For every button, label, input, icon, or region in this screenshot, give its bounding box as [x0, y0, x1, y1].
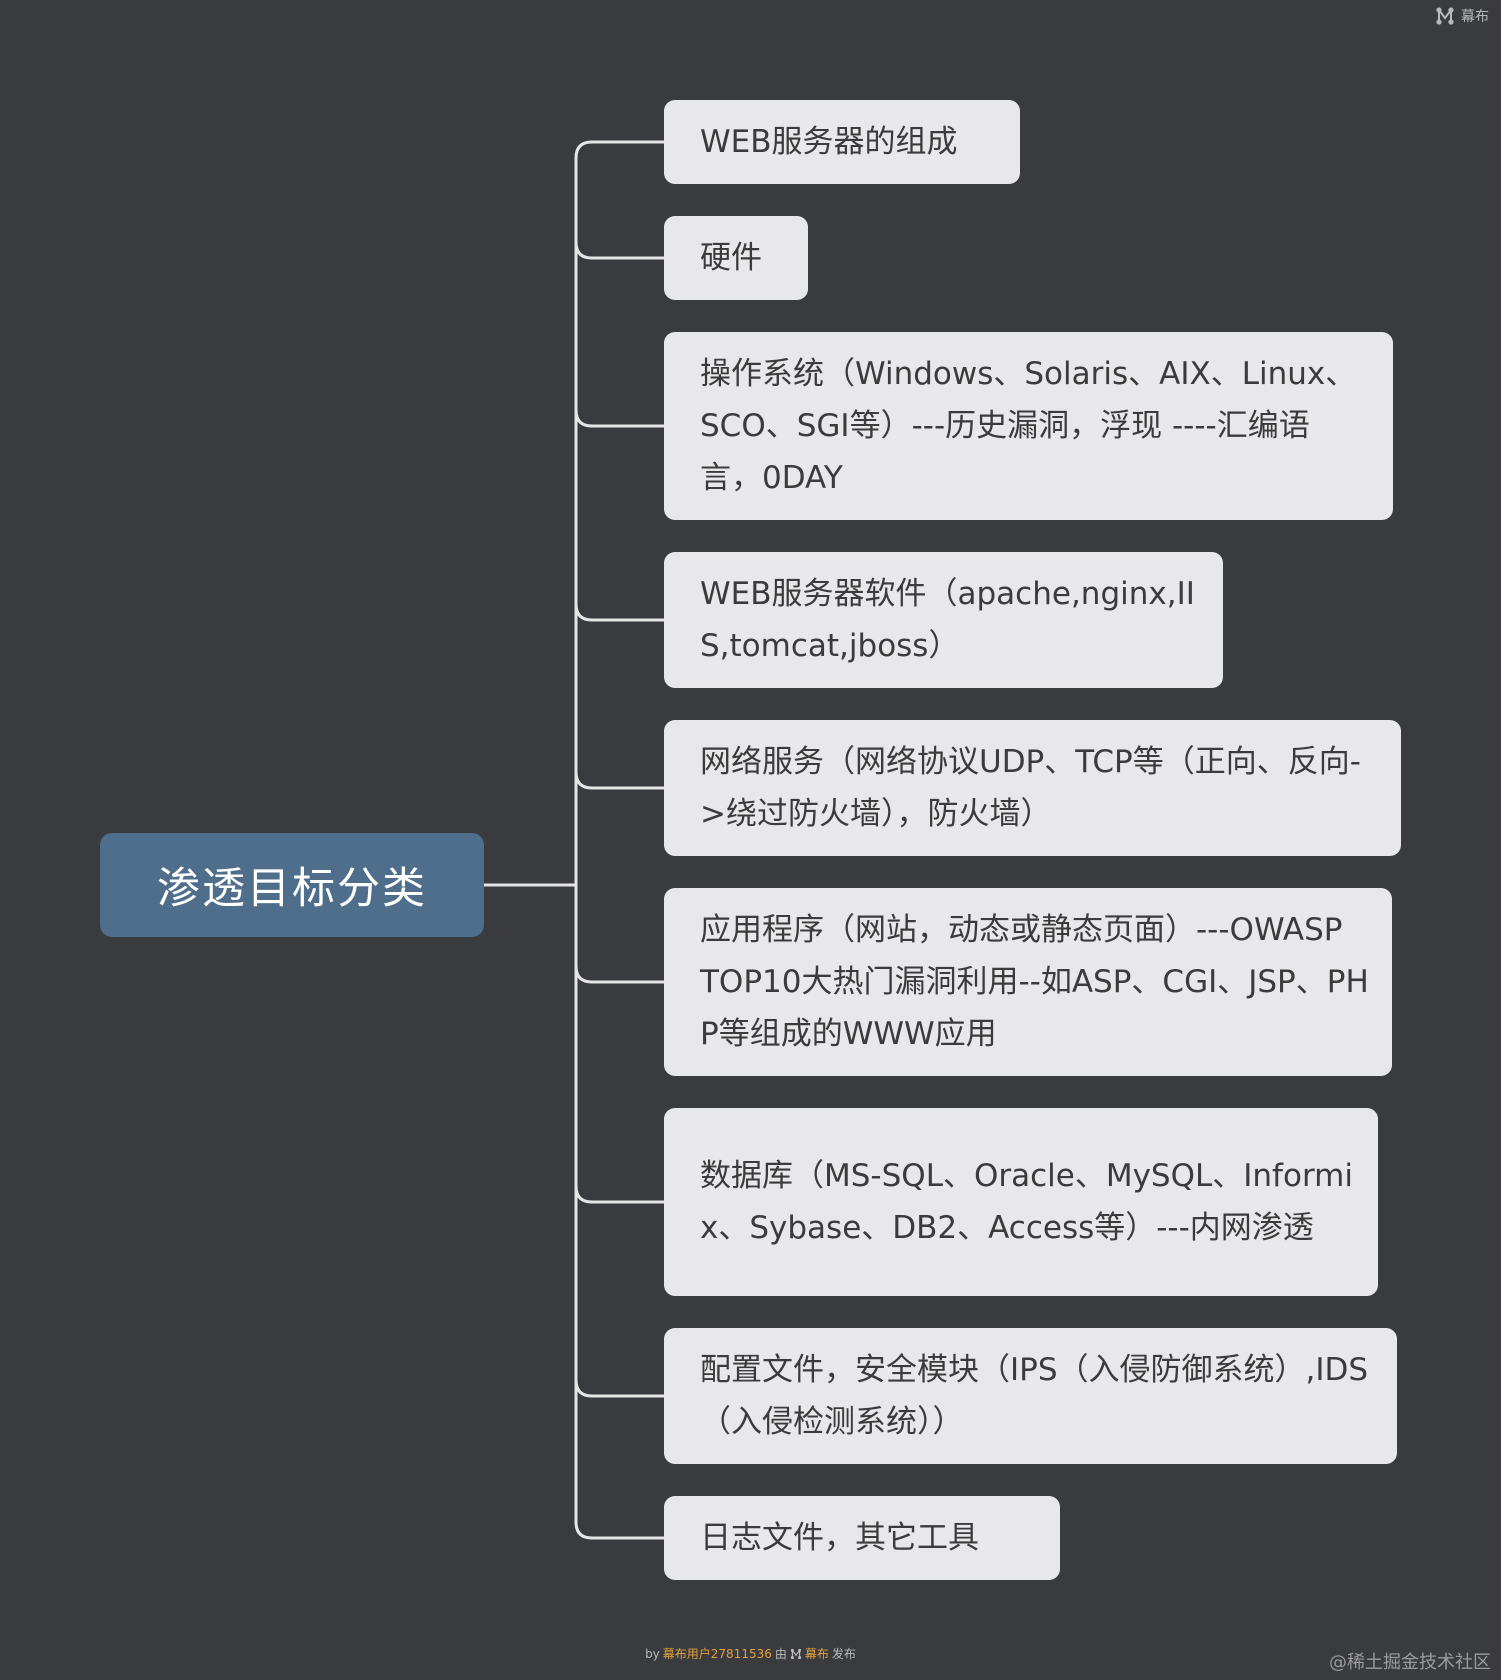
- mubu-logo-icon: [790, 1648, 802, 1659]
- branch-connector: [574, 409, 664, 428]
- branch-node-operating-system[interactable]: 操作系统（Windows、Solaris、AIX、Linux、SCO、SGI等）…: [664, 332, 1393, 520]
- branch-connector: [574, 1185, 664, 1204]
- footer-by: by: [645, 1646, 660, 1661]
- root-topic-node[interactable]: 渗透目标分类: [100, 833, 484, 937]
- branch-label: 日志文件，其它工具: [700, 1520, 979, 1556]
- branch-connector: [574, 771, 664, 790]
- branch-label: 硬件: [700, 240, 762, 276]
- branch-label: WEB服务器的组成: [700, 124, 958, 160]
- branch-label: 配置文件，安全模块（IPS（入侵防御系统）,IDS（入侵检测系统））: [700, 1352, 1369, 1440]
- branch-label: WEB服务器软件（apache,nginx,IIS,tomcat,jboss）: [700, 576, 1195, 664]
- branch-label: 网络服务（网络协议UDP、TCP等（正向、反向->绕过防火墙），防火墙）: [700, 744, 1361, 832]
- branch-connector: [574, 1379, 664, 1398]
- mubu-logo-icon: [1436, 7, 1454, 25]
- branch-node-web-server-composition[interactable]: WEB服务器的组成: [664, 100, 1020, 184]
- footer-credit: by 幕布用户27811536 由 幕布 发布: [0, 1645, 1501, 1662]
- branch-connector: [574, 140, 664, 159]
- footer-via: 由: [774, 1647, 787, 1661]
- footer-user-link[interactable]: 幕布用户27811536: [662, 1647, 772, 1661]
- footer-published: 发布: [831, 1647, 856, 1661]
- branch-connector: [574, 603, 664, 622]
- branch-connector: [574, 1521, 664, 1540]
- branch-node-hardware[interactable]: 硬件: [664, 216, 808, 300]
- branch-node-config-security[interactable]: 配置文件，安全模块（IPS（入侵防御系统）,IDS（入侵检测系统））: [664, 1328, 1397, 1464]
- branch-connector: [574, 965, 664, 984]
- branch-label: 操作系统（Windows、Solaris、AIX、Linux、SCO、SGI等）…: [700, 356, 1357, 496]
- brand-name: 幕布: [1461, 9, 1489, 25]
- branch-node-web-server-software[interactable]: WEB服务器软件（apache,nginx,IIS,tomcat,jboss）: [664, 552, 1223, 688]
- branch-node-logs-tools[interactable]: 日志文件，其它工具: [664, 1496, 1060, 1580]
- branch-node-network-services[interactable]: 网络服务（网络协议UDP、TCP等（正向、反向->绕过防火墙），防火墙）: [664, 720, 1401, 856]
- watermark-text: @稀土掘金技术社区: [1329, 1652, 1491, 1673]
- branch-label: 应用程序（网站，动态或静态页面）---OWASP TOP10大热门漏洞利用--如…: [700, 912, 1369, 1052]
- footer-brand-link[interactable]: 幕布: [804, 1647, 829, 1661]
- branch-label: 数据库（MS-SQL、Oracle、MySQL、Informix、Sybase、…: [700, 1158, 1353, 1246]
- root-topic-label: 渗透目标分类: [157, 864, 427, 914]
- brand-mark: 幕布: [1435, 6, 1489, 26]
- branch-connector: [574, 241, 664, 260]
- branch-node-applications[interactable]: 应用程序（网站，动态或静态页面）---OWASP TOP10大热门漏洞利用--如…: [664, 888, 1392, 1076]
- branch-node-database[interactable]: 数据库（MS-SQL、Oracle、MySQL、Informix、Sybase、…: [664, 1108, 1378, 1296]
